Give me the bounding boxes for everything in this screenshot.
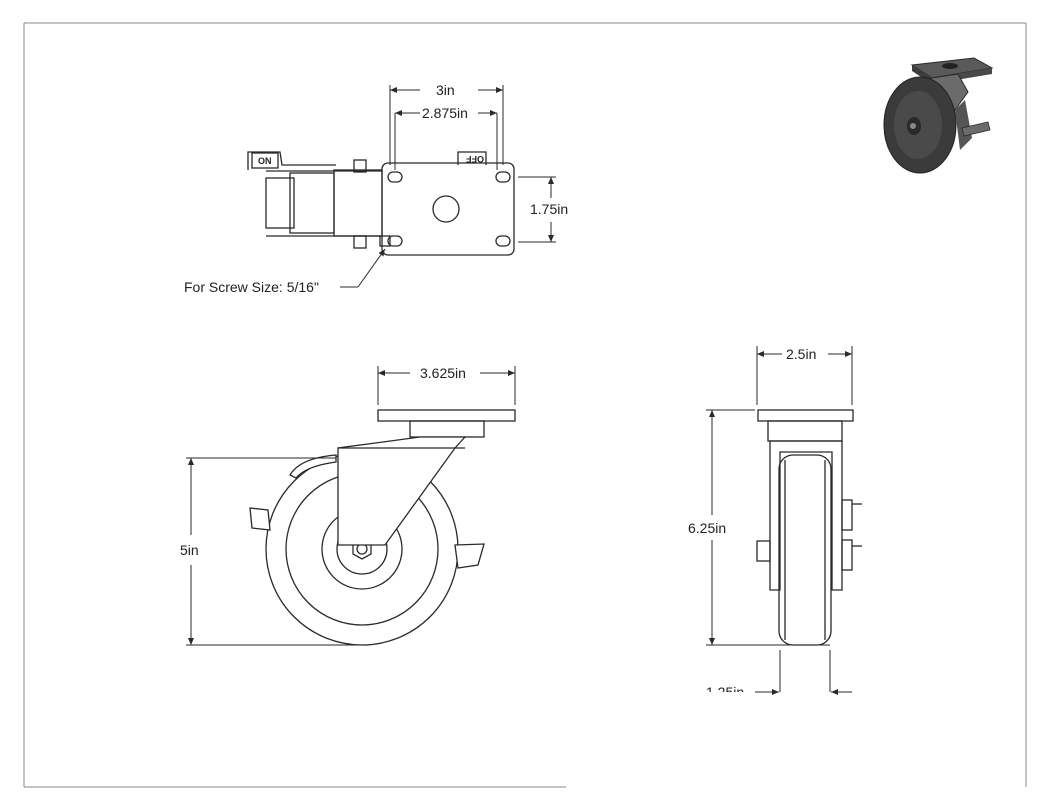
screw-size-label: For Screw Size: 5/16" <box>184 279 319 295</box>
sheet-frame <box>23 22 1027 788</box>
front-view <box>756 409 862 646</box>
dim-top-width-inner: 2.875in <box>422 105 468 121</box>
dim-front-height: 6.25in <box>688 520 726 536</box>
brake-off-label: OFF <box>466 154 484 164</box>
side-dimension-lines <box>186 366 516 646</box>
caster-isometric-view <box>883 57 994 174</box>
dim-top-height: 1.75in <box>530 201 568 217</box>
clipped-dim-group: 1.25in <box>706 684 744 700</box>
side-view <box>249 409 516 646</box>
dim-side-plate-width: 3.625in <box>420 365 466 381</box>
top-dimension-lines <box>340 85 556 288</box>
brake-on-label: ON <box>258 156 272 166</box>
dim-front-width: 2.5in <box>786 346 816 362</box>
dim-top-width-outer: 3in <box>436 82 455 98</box>
front-dimension-lines <box>706 346 853 695</box>
top-view <box>247 151 515 256</box>
dim-side-height: 5in <box>180 542 199 558</box>
dim-front-wheel-width: 1.25in <box>706 684 744 700</box>
